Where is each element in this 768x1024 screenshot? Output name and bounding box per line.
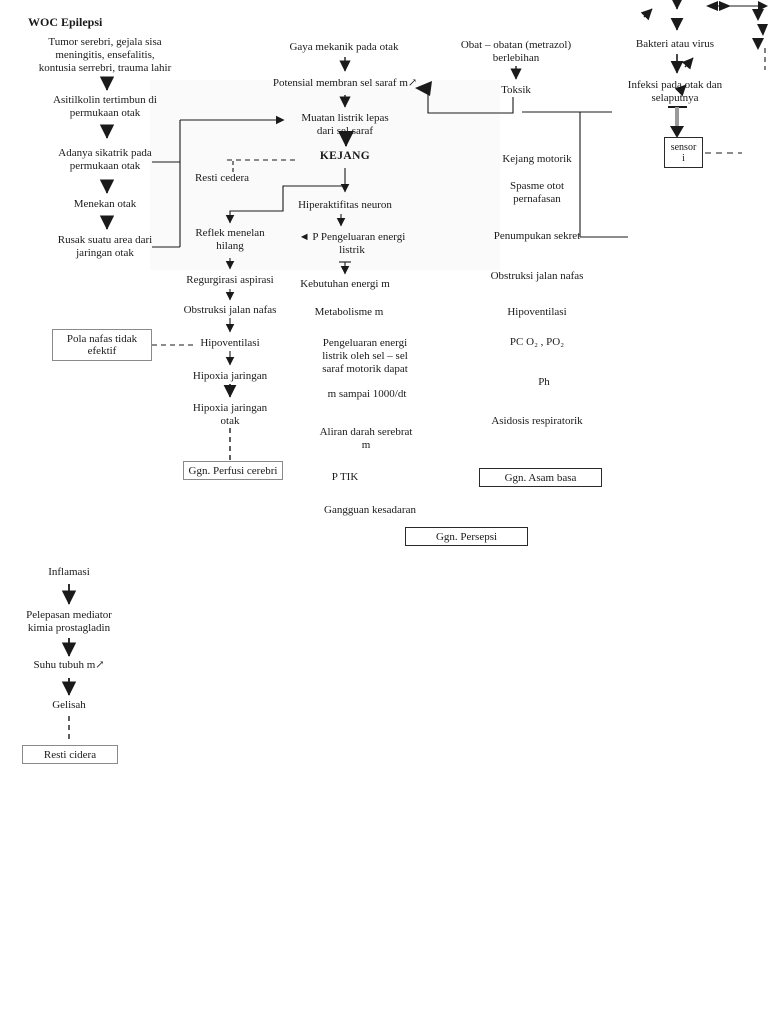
node-gelisah: Gelisah — [52, 699, 86, 711]
node-rusak-area: Rusak suatu area dari jaringan otak — [57, 234, 153, 259]
node-asitilkolin: Asitilkolin tertimbun di permukaan otak — [53, 94, 157, 119]
node-pelepasan-mediator: Pelepasan mediator kimia prostagladin — [26, 609, 112, 634]
node-spasme-otot: Spasme otot pernafasan — [509, 180, 565, 205]
node-aliran-darah: Aliran darah serebrat m — [319, 426, 413, 451]
node-ph: Ph — [538, 376, 550, 388]
box-ggn-asam-basa: Ggn. Asam basa — [479, 468, 602, 487]
node-regurgirasi: Regurgirasi aspirasi — [186, 274, 274, 286]
node-suhu-tubuh: Suhu tubuh m↗ — [33, 659, 105, 671]
node-bakteri-virus: Bakteri atau virus — [635, 38, 715, 50]
box-ggn-perfusi-cerebri: Ggn. Perfusi cerebri — [183, 461, 283, 480]
node-kejang: KEJANG — [319, 150, 371, 162]
node-penumpukan-sekret: Penumpukan sekret — [493, 230, 581, 242]
node-muatan-listrik: Muatan listrik lepas dari sel saraf — [301, 112, 389, 137]
node-pco2-po2: PC O₂ , PO₂ — [509, 336, 565, 348]
node-sampai-1000dt: m sampai 1000/dt — [327, 388, 407, 400]
node-obat-metrazol: Obat – obatan (metrazol) berlebihan — [460, 39, 572, 64]
node-pengeluaran-sel-saraf: Pengeluaran energi listrik oleh sel – se… — [322, 337, 408, 375]
node-hipoxia-jaringan-otak: Hipoxia jaringan otak — [192, 402, 268, 427]
node-asidosis-respiratorik: Asidosis respiratorik — [491, 415, 583, 427]
node-resti-cedera: Resti cedera — [194, 172, 250, 184]
node-kejang-motorik: Kejang motorik — [502, 153, 572, 165]
node-kebutuhan-energi: Kebutuhan energi m — [300, 278, 390, 290]
node-menekan-otak: Menekan otak — [73, 198, 137, 210]
node-obstruksi-jalan-nafas-kanan: Obstruksi jalan nafas — [490, 270, 584, 282]
node-sikatrik: Adanya sikatrik pada permukaan otak — [58, 147, 152, 172]
diagram-title: WOC Epilepsi — [28, 15, 103, 29]
node-toksik: Toksik — [501, 84, 531, 96]
scan-artifact — [150, 80, 500, 270]
box-ggn-persepsi: Ggn. Persepsi — [405, 527, 528, 546]
node-gangguan-kesadaran: Gangguan kesadaran — [324, 504, 416, 516]
node-hipoventilasi-kiri: Hipoventilasi — [200, 337, 260, 349]
node-hipoxia-jaringan: Hipoxia jaringan — [192, 370, 268, 382]
node-reflek-menelan: Reflek menelan hilang — [195, 227, 265, 252]
node-potensial-membran: Potensial membran sel saraf m↗ — [272, 77, 418, 89]
box-pola-nafas-tidak-efektif: Pola nafas tidak efektif — [52, 329, 152, 361]
node-p-tik: P TIK — [331, 471, 359, 483]
box-resti-cidera: Resti cidera — [22, 745, 118, 764]
node-tumor-serebri: Tumor serebri, gejala sisa meningitis, e… — [38, 36, 172, 74]
node-hiperaktifitas-neuron: Hiperaktifitas neuron — [298, 199, 392, 211]
node-pengeluaran-energi-listrik: ◄ P Pengeluaran energi listrik — [298, 231, 406, 256]
node-obstruksi-jalan-nafas-kiri: Obstruksi jalan nafas — [183, 304, 277, 316]
box-sensori: sensor i — [664, 137, 703, 168]
node-inflamasi: Inflamasi — [48, 566, 90, 578]
node-metabolisme: Metabolisme m — [314, 306, 384, 318]
node-gaya-mekanik: Gaya mekanik pada otak — [289, 41, 399, 53]
node-infeksi-otak: Infeksi pada otak dan selaputnya — [627, 79, 723, 104]
node-hipoventilasi-kanan: Hipoventilasi — [507, 306, 567, 318]
